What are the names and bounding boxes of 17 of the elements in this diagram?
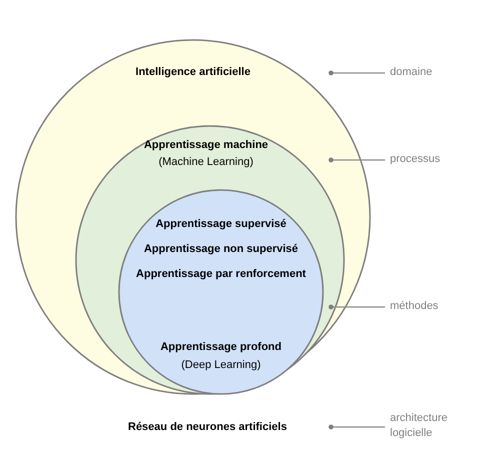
region-title: Apprentissage par renforcement: [136, 267, 306, 281]
bottom-label: Réseau de neurones artificiels: [128, 420, 287, 435]
leader-line: [328, 424, 385, 430]
annotation-label: domaine: [390, 65, 470, 80]
leader-line: [328, 70, 385, 76]
region-title: Intelligence artificielle: [136, 65, 250, 79]
leader-line: [328, 158, 385, 162]
annotation-label: architecture logicielle: [390, 411, 460, 441]
region-title: Apprentissage machine: [144, 138, 268, 152]
region-subtitle: (Machine Learning): [158, 155, 254, 169]
region-title: Apprentissage non supervisé: [144, 242, 298, 256]
region-subtitle: (Deep Learning): [181, 358, 261, 372]
annotation-label: processus: [390, 152, 470, 167]
leader-line: [328, 304, 385, 310]
region-title: Apprentissage profond: [160, 340, 282, 354]
region-title: Apprentissage supervisé: [156, 217, 286, 231]
annotation-label: méthodes: [390, 299, 470, 314]
